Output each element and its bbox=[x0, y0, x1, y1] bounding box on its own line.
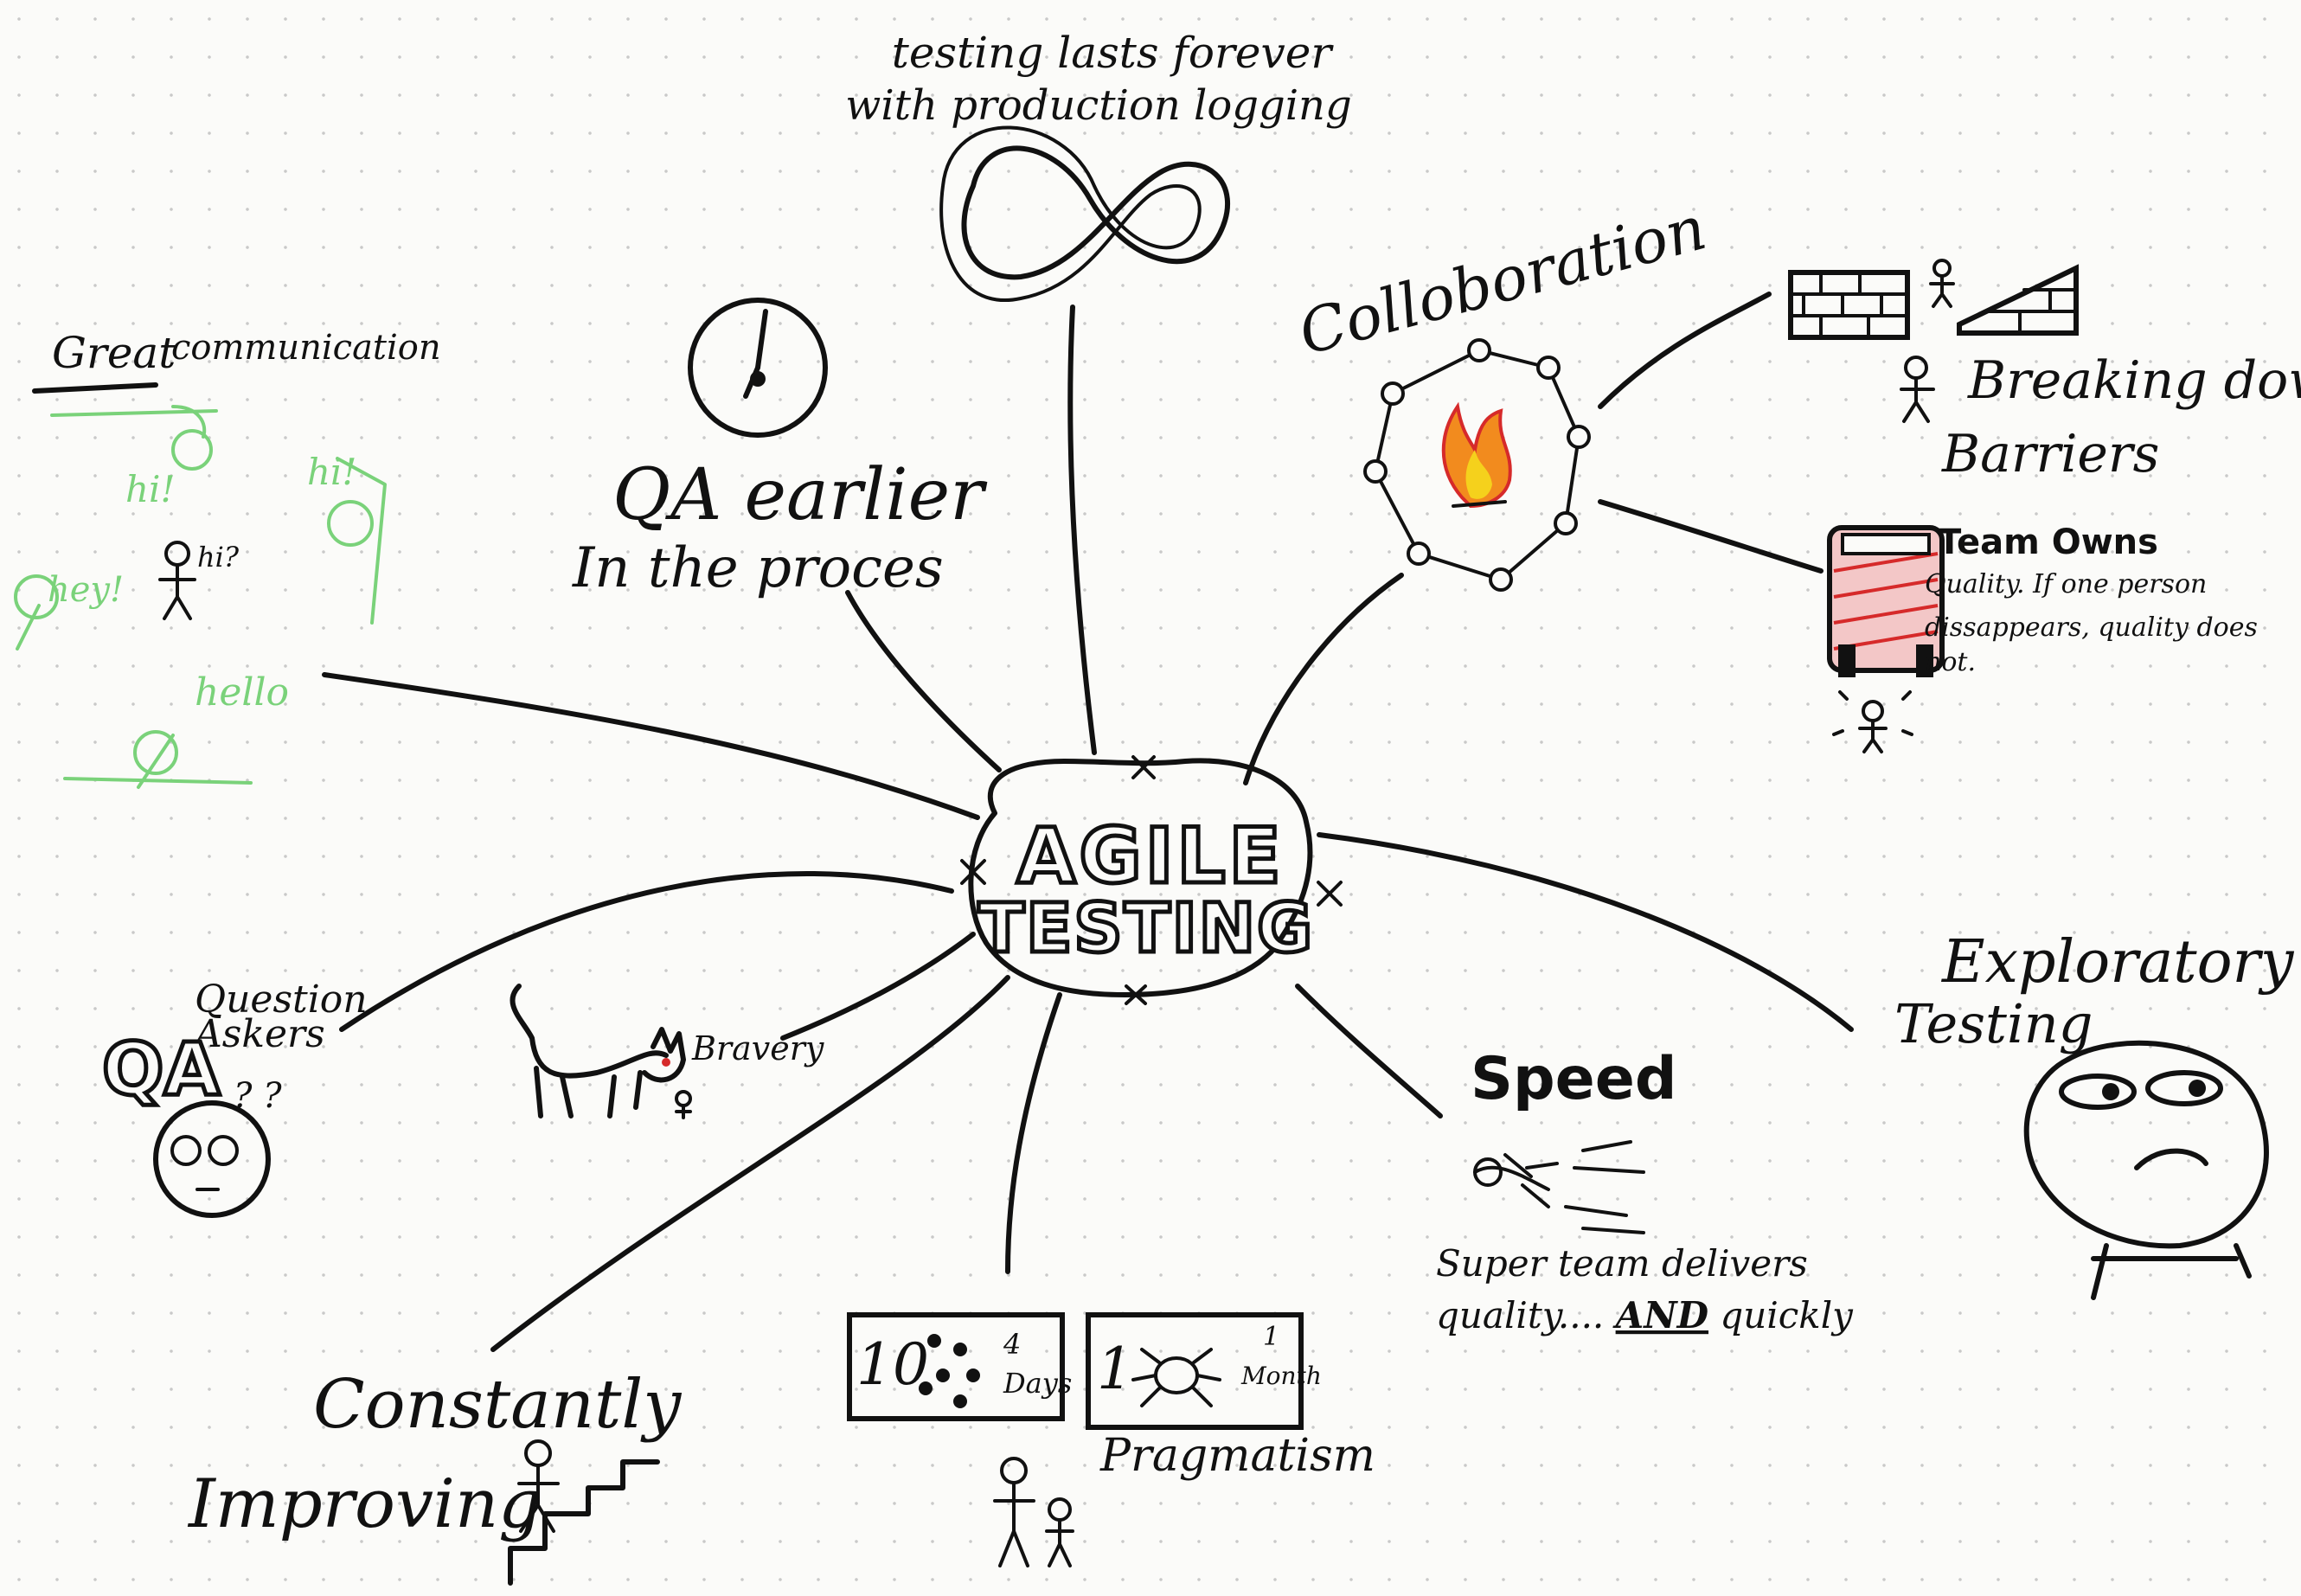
panel1-small1: 4 bbox=[1003, 1328, 1021, 1361]
connector-question-askers bbox=[339, 871, 954, 1032]
panel2-small2: Month bbox=[1240, 1362, 1322, 1390]
hey-text: hey! bbox=[48, 570, 124, 610]
stick-figure-small bbox=[1929, 259, 1955, 308]
stick-figure-walker bbox=[1900, 356, 1935, 423]
qa-badge: QA bbox=[102, 1027, 220, 1112]
speed-line1: Super team delivers bbox=[1436, 1242, 1808, 1285]
connector-team-owns bbox=[1598, 499, 1823, 574]
bravery-label: Bravery bbox=[691, 1029, 824, 1067]
connector-constantly bbox=[490, 975, 1010, 1352]
tiny-figure bbox=[675, 1090, 692, 1119]
connector-qa-earlier bbox=[845, 590, 1002, 772]
communication-node: Great communication hi! hi! hey! hello h… bbox=[14, 328, 441, 789]
connector-barriers bbox=[1598, 292, 1772, 409]
exploratory-line1: Exploratory bbox=[1940, 928, 2295, 997]
panel-1-bug: 1 1 Month bbox=[1086, 1312, 1322, 1430]
skeptical-face-icon bbox=[2023, 1040, 2269, 1300]
hi-text-1: hi! bbox=[125, 468, 175, 510]
constantly-line1: Constantly bbox=[313, 1366, 682, 1444]
connector-bravery bbox=[780, 932, 976, 1041]
collaboration-node: Colloboration bbox=[1292, 192, 1713, 592]
green-doodles bbox=[14, 405, 387, 789]
panel1-big: 10 bbox=[856, 1331, 929, 1398]
cross-marks bbox=[960, 755, 1343, 1005]
team-owns-title: Team Owns bbox=[1938, 522, 2158, 562]
squashed-figure bbox=[1832, 690, 1913, 753]
panel-10-bugs: 10 4 Days bbox=[847, 1312, 1072, 1421]
connector-speed bbox=[1295, 984, 1443, 1118]
bus-icon bbox=[1827, 525, 1945, 677]
running-figure-icon bbox=[1473, 1140, 1645, 1234]
infinity-node: testing lasts forever with production lo… bbox=[845, 28, 1352, 302]
constantly-improving-node: Constantly Improving bbox=[187, 1366, 682, 1586]
hi-question-text: hi? bbox=[197, 541, 240, 574]
connector-exploratory bbox=[1317, 832, 1854, 1032]
brick-wall-icon-left bbox=[1788, 270, 1910, 340]
barriers-line2: Barriers bbox=[1941, 424, 2159, 484]
hi-text-2: hi! bbox=[307, 451, 356, 493]
pragmatism-node: 10 4 Days 1 1 Month Pragmatism bbox=[847, 1312, 1375, 1567]
communication-label: communication bbox=[171, 328, 441, 368]
big-bug-icon bbox=[1131, 1348, 1221, 1407]
team-circle-icon bbox=[1363, 338, 1591, 592]
barriers-node: Breaking down Barriers bbox=[1788, 259, 2301, 484]
parent-child-figures bbox=[993, 1457, 1074, 1567]
connector-infinity bbox=[1067, 304, 1097, 755]
pragmatism-label: Pragmatism bbox=[1099, 1430, 1375, 1482]
clock-icon bbox=[688, 298, 828, 438]
panel2-small1: 1 bbox=[1263, 1322, 1279, 1352]
speed-node: Speed Super team delivers quality.... AN… bbox=[1436, 1045, 1854, 1336]
cat-icon bbox=[510, 984, 686, 1118]
infinity-caption-line2: with production logging bbox=[845, 81, 1351, 130]
campfire-icon bbox=[1441, 401, 1512, 509]
qa-earlier-node: QA earlier In the proces bbox=[572, 298, 988, 600]
team-owns-node: Team Owns Quality. If one person dissapp… bbox=[1827, 522, 2258, 753]
question-askers-line2: Askers bbox=[191, 1012, 325, 1056]
infinity-icon bbox=[961, 145, 1231, 280]
question-askers-line1: Question bbox=[195, 977, 368, 1022]
confused-face-icon bbox=[153, 1100, 271, 1218]
great-label: Great bbox=[52, 328, 176, 378]
panel2-big: 1 bbox=[1097, 1336, 1133, 1402]
hello-text: hello bbox=[195, 670, 289, 715]
bravery-node: Bravery bbox=[510, 984, 824, 1119]
qa-earlier-line1: QA earlier bbox=[612, 454, 988, 536]
connectors bbox=[322, 292, 1854, 1352]
team-owns-line3: not. bbox=[1925, 647, 1976, 677]
connector-collaboration bbox=[1243, 573, 1404, 785]
center-title-line1: AGILE bbox=[1016, 811, 1284, 901]
team-owns-line2: dissappears, quality does bbox=[1925, 612, 2258, 643]
stairs-icon bbox=[508, 1459, 660, 1586]
speed-label: Speed bbox=[1471, 1045, 1677, 1113]
team-owns-line1: Quality. If one person bbox=[1925, 569, 2207, 599]
center-node: AGILE TESTING bbox=[960, 755, 1343, 1005]
question-askers-node: Question Askers QA ? ? bbox=[100, 977, 368, 1218]
exploratory-line2: Testing bbox=[1894, 992, 2093, 1055]
constantly-line2: Improving bbox=[187, 1465, 542, 1543]
stick-figure-center bbox=[158, 541, 196, 620]
panel1-small2: Days bbox=[1003, 1367, 1072, 1400]
speed-line2: quality.... AND quickly bbox=[1436, 1294, 1854, 1336]
infinity-caption-line1: testing lasts forever bbox=[892, 28, 1335, 78]
center-cloud bbox=[968, 758, 1313, 997]
exploratory-node: Exploratory Testing bbox=[1894, 928, 2295, 1300]
connector-pragmatism bbox=[1005, 992, 1062, 1274]
question-marks: ? ? bbox=[234, 1076, 282, 1116]
center-title-line2: TESTING bbox=[978, 890, 1314, 968]
qa-earlier-line2: In the proces bbox=[572, 536, 944, 600]
collaboration-label: Colloboration bbox=[1292, 192, 1713, 369]
brick-wall-icon-right bbox=[1957, 264, 2079, 336]
climbing-figure bbox=[517, 1439, 560, 1533]
bug-cluster-icon bbox=[919, 1334, 980, 1408]
connector-communication bbox=[322, 672, 980, 820]
barriers-line1: Breaking down bbox=[1967, 350, 2301, 411]
